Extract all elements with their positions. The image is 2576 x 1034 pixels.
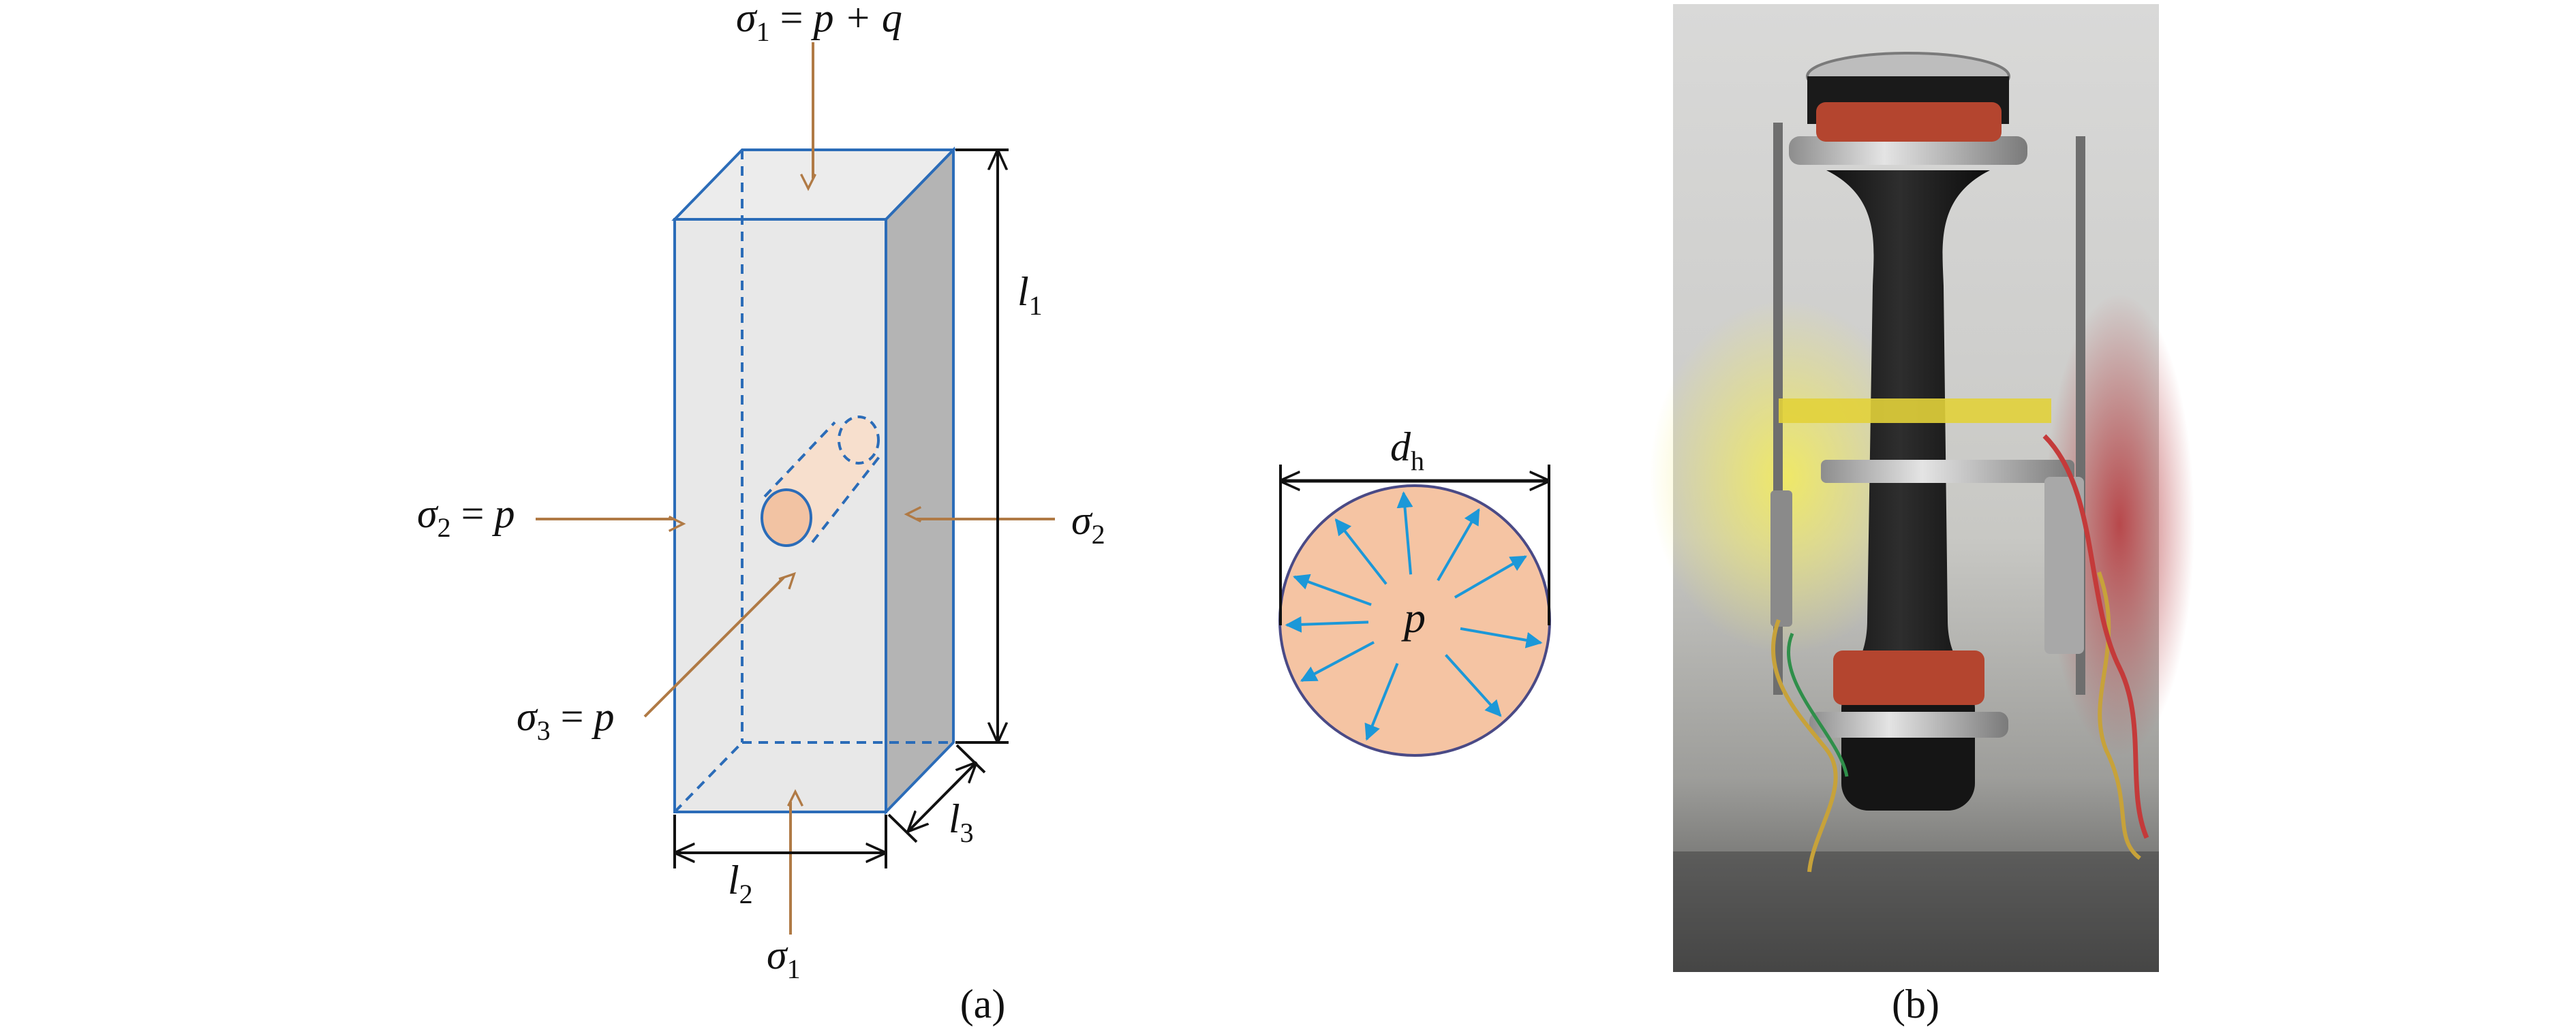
l1-label: l1 <box>1017 269 1043 321</box>
top-clamp-strip <box>1816 102 2002 142</box>
photo-bg-yellow <box>1649 300 1922 654</box>
gauge-frame <box>1821 460 2074 483</box>
borehole-far-end <box>838 416 880 465</box>
pressure-arrow-icon <box>1285 616 1369 633</box>
caption-a: (a) <box>960 982 1006 1027</box>
pressure-arrow-icon <box>1334 518 1387 585</box>
l3-ext-top <box>955 744 986 774</box>
pressure-arrows <box>1285 491 1543 741</box>
hole-cross-section: dh p <box>1278 424 1551 757</box>
sigma2-left-label: σ2 = p <box>417 491 515 543</box>
top-clamp <box>1789 136 2027 165</box>
bottom-clamp-strip <box>1833 651 1984 705</box>
dimension-lines <box>673 148 1009 868</box>
pressure-arrow-icon <box>1293 574 1372 606</box>
pressure-label: p <box>1401 593 1426 642</box>
sigma1-top-label: σ1 = p + q <box>736 0 902 47</box>
specimen-photo: (b) <box>1649 4 2194 1027</box>
sigma2-right-label: σ2 <box>1071 498 1105 550</box>
l3-ext-bottom <box>887 813 918 843</box>
side-bracket <box>2044 477 2084 654</box>
block-hidden-edges <box>673 150 953 813</box>
lead-wires <box>1770 571 2141 873</box>
l3-dimension-arrow-icon <box>908 763 976 831</box>
lvdt-left <box>1770 490 1792 627</box>
panel-a: σ1 = p + q σ2 = p σ2 σ3 = p σ1 l1 l2 l3 … <box>417 0 1105 1027</box>
sigma3-arrow-icon <box>643 571 797 718</box>
pressure-arrow-icon <box>1396 491 1413 575</box>
pressure-arrow-icon <box>1364 663 1399 741</box>
sigma1-bottom-label: σ1 <box>767 933 801 984</box>
borehole <box>761 416 880 547</box>
pressure-arrow-icon <box>1437 508 1480 582</box>
caption-b: (b) <box>1892 982 1939 1027</box>
load-arrows <box>536 42 1055 935</box>
bottom-clamp <box>1809 712 2008 738</box>
diameter-label: dh <box>1390 424 1424 476</box>
pressure-arrow-icon <box>1300 641 1375 683</box>
pressure-arrow-icon <box>1454 555 1527 599</box>
specimen-membrane <box>1826 170 1990 681</box>
sigma3-label: σ3 = p <box>517 694 614 746</box>
borehole-near-end <box>761 488 812 547</box>
pressure-arrow-icon <box>1445 654 1502 717</box>
l3-label: l3 <box>949 796 974 848</box>
l2-label: l2 <box>728 858 753 909</box>
block-side-face <box>885 146 955 815</box>
pressure-arrow-icon <box>1460 627 1543 648</box>
gauge-yellow-ring <box>1779 398 2051 423</box>
